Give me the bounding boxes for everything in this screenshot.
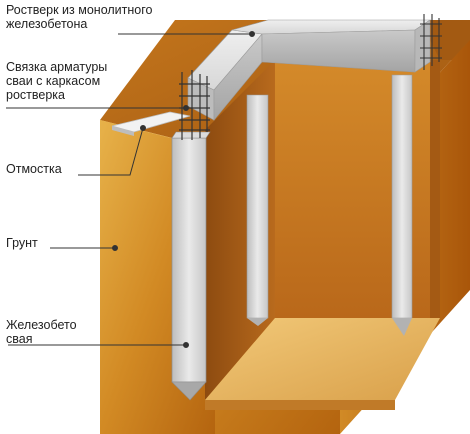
label-blind-area: Отмостка (6, 162, 62, 176)
pit-front-lip (205, 400, 395, 410)
pit-back-wall (275, 60, 440, 318)
leader-blind-area (78, 127, 144, 176)
label-pile-line2: свая (6, 332, 33, 346)
pit-sand-floor (205, 318, 440, 400)
label-rebar-tie-line2: сваи с каркасом (6, 74, 101, 88)
pile-back-right (391, 74, 413, 336)
label-rebar-tie-line1: Связка арматуры (6, 60, 108, 74)
pile-front (171, 131, 211, 401)
blind-area-edge (112, 126, 134, 136)
label-soil: Грунт (6, 236, 38, 250)
label-blind-area-line1: Отмостка (6, 162, 62, 176)
label-soil-line1: Грунт (6, 236, 38, 250)
pile-back-left (246, 94, 269, 326)
label-pile: Железобето свая (6, 318, 77, 346)
label-grillage-line2: железобетона (6, 17, 88, 31)
grillage-beam (187, 19, 431, 121)
label-grillage: Ростверк из монолитного железобетона (6, 3, 152, 31)
rebar-cage-right (420, 14, 442, 70)
leader-lines (6, 31, 255, 348)
label-grillage-line1: Ростверк из монолитного (6, 3, 153, 17)
label-rebar-tie-line3: ростверка (6, 88, 65, 102)
label-rebar-tie: Связка арматуры сваи с каркасом ростверк… (6, 60, 107, 102)
rebar-cage-front (179, 70, 210, 140)
label-pile-line1: Железобето (6, 318, 77, 332)
pit-right-wall (395, 60, 440, 395)
